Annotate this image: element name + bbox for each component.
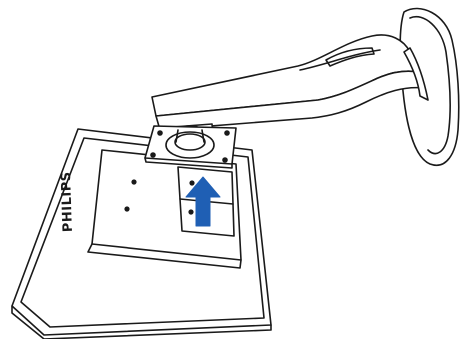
- plate-hub: [165, 131, 215, 159]
- mounting-plate-edge: [144, 157, 233, 169]
- plate-hub-inner: [174, 133, 206, 151]
- stand-arm: [151, 34, 429, 131]
- brand-label: PHILIPS: [59, 171, 76, 232]
- stand-base-rim: [409, 15, 451, 155]
- stand-arm-slot: [325, 47, 375, 67]
- stand-arm-joint: [403, 47, 429, 101]
- plate-screw-hole: [150, 152, 156, 158]
- vesa-hole: [189, 180, 195, 186]
- stand-arm-groove: [299, 49, 381, 71]
- back-housing-step: [87, 243, 242, 269]
- plate-screw-hole: [224, 130, 230, 136]
- plate-hub-post: [175, 129, 205, 143]
- monitor-bottom-edge: [11, 305, 272, 339]
- plate-screw-hole: [222, 157, 228, 163]
- vesa-hole: [131, 179, 137, 185]
- vesa-hole: [188, 209, 194, 215]
- plate-screw-hole: [157, 130, 163, 136]
- vesa-hole: [124, 206, 130, 212]
- hinge-mount: [144, 123, 237, 169]
- arrow-up-icon: [185, 176, 221, 227]
- stand-mount-recess: [177, 166, 235, 237]
